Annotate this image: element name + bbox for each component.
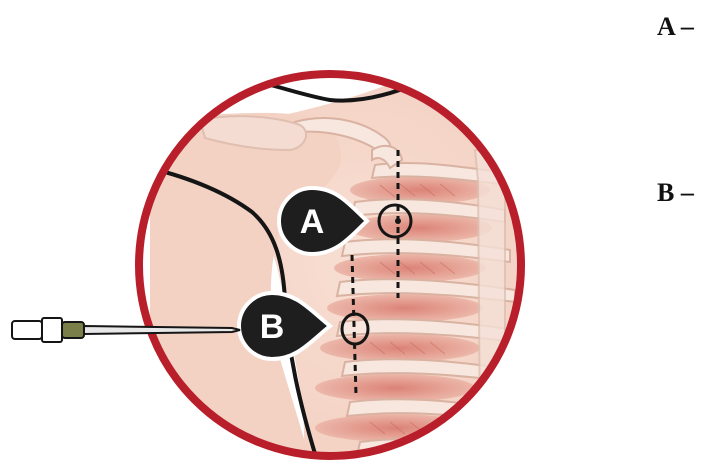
sternum	[475, 150, 505, 440]
side-label-a: A –	[657, 12, 694, 42]
side-label-b: B –	[657, 178, 694, 208]
marker-b-letter: B	[260, 308, 285, 346]
chest-anatomy-view	[130, 40, 540, 473]
insertion-dot-a	[395, 218, 401, 224]
marker-a-letter: A	[300, 203, 325, 241]
